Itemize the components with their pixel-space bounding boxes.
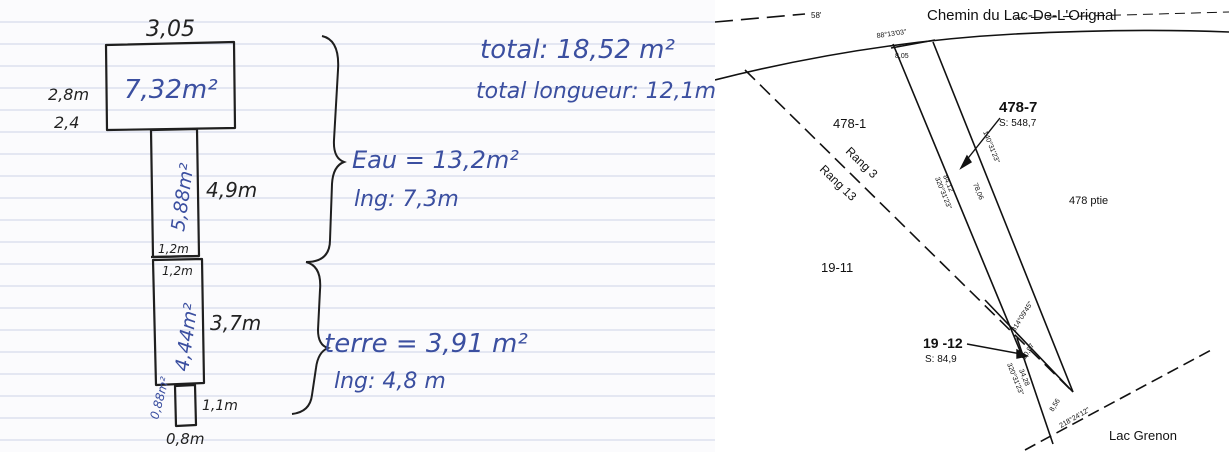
area-lower-label: 4,44m² <box>171 301 202 372</box>
hand-sketch-drawing: 3,05 2,8m 2,4 4,9m 1,2m 1,2m 3,7m 1,1m 0… <box>0 17 715 448</box>
top-rectangle <box>104 40 237 132</box>
length-lower-label: 3,7m <box>210 311 261 335</box>
dim-right-bearing-label: 140°31'23" <box>981 130 1001 165</box>
area-bottom-label: 0,88m² <box>147 375 172 421</box>
parcel-left-line <box>892 43 1024 359</box>
lot-478-7-area-label: S: 548,7 <box>999 118 1037 129</box>
lot-19-11-label: 19-11 <box>821 260 853 275</box>
dim-bottom-bearing-label: 218°24'12" <box>1058 406 1092 430</box>
rang-3-label: Rang 3 <box>843 144 881 181</box>
land-area-label: terre = 3,91 m² <box>324 329 528 359</box>
water-length-label: lng: 7,3m <box>354 187 459 212</box>
survey-plan-drawing: Chemin du Lac-De-L'Orignal 58' 478-1 478… <box>715 7 1229 451</box>
total-area-label: total: 18,52 m² <box>480 35 675 65</box>
arrow-478-7-head <box>959 154 972 170</box>
bottom-rectangle <box>173 383 198 428</box>
lake-name-label: Lac Grenon <box>1109 428 1177 443</box>
hand-sketch-panel: 3,05 2,8m 2,4 4,9m 1,2m 1,2m 3,7m 1,1m 0… <box>0 17 715 448</box>
road-code-label: 58' <box>811 11 822 20</box>
lot-478-7-label: 478-7 <box>999 99 1037 116</box>
road-name-label: Chemin du Lac-De-L'Orignal <box>927 7 1117 24</box>
parcel-lower-line <box>984 299 1074 393</box>
width-lower-label: 1,2m <box>162 264 193 278</box>
top-width-label: 3,05 <box>146 17 195 42</box>
area-top-label: 7,32m² <box>124 75 218 105</box>
parcel-right-line <box>932 41 1074 393</box>
lot-19-12-area-label: S: 84,9 <box>925 354 957 365</box>
road-edge-dashed-right <box>1014 11 1229 19</box>
length-mid-label: 4,9m <box>206 178 257 202</box>
area-mid-label: 5,88m² <box>167 161 198 232</box>
road-boundary-line <box>715 29 1229 81</box>
height-scribble-label: 2,8m <box>48 85 89 104</box>
total-length-label: total longueur: 12,1m <box>476 79 715 104</box>
width-bottom-label: 0,8m <box>166 430 204 448</box>
lower-rectangle <box>151 257 206 387</box>
lot-19-12-label: 19 -12 <box>923 335 963 351</box>
lake-shoreline <box>1024 347 1216 451</box>
joint-band <box>150 254 200 259</box>
land-length-label: lng: 4,8 m <box>334 369 446 394</box>
water-area-label: Eau = 13,2m² <box>352 146 519 174</box>
arrow-19-12-leader <box>966 343 1022 355</box>
parcel-top-line <box>890 39 936 49</box>
dim-bottom-length-label: 8,56 <box>1049 398 1062 413</box>
dim-top-bearing-label: 88°13'03" <box>876 28 907 40</box>
joint-width-label: 1,2m <box>158 242 189 256</box>
lot-478-1-label: 478-1 <box>833 116 866 131</box>
road-edge-dashed <box>715 13 806 23</box>
survey-plan-panel: Chemin du Lac-De-L'Orignal 58' 478-1 478… <box>715 0 1229 452</box>
dim-top-length-label: 8,05 <box>895 53 909 60</box>
lot-478-pte-label: 478 ptie <box>1069 195 1108 207</box>
right-braces <box>291 35 347 415</box>
arrow-478-7-leader <box>964 117 1001 163</box>
dim-lower-bearing-label: 314°09'45" <box>1010 300 1035 333</box>
rang-dashed-line <box>744 69 1074 393</box>
arrow-19-12-head <box>1016 348 1029 359</box>
height-value-label: 2,4 <box>54 113 79 132</box>
rang-13-label: Rang 13 <box>817 162 860 204</box>
notebook-rule-lines <box>0 21 715 441</box>
length-bottom-label: 1,1m <box>202 398 238 414</box>
dim-right-length-label: 78,06 <box>971 182 984 201</box>
